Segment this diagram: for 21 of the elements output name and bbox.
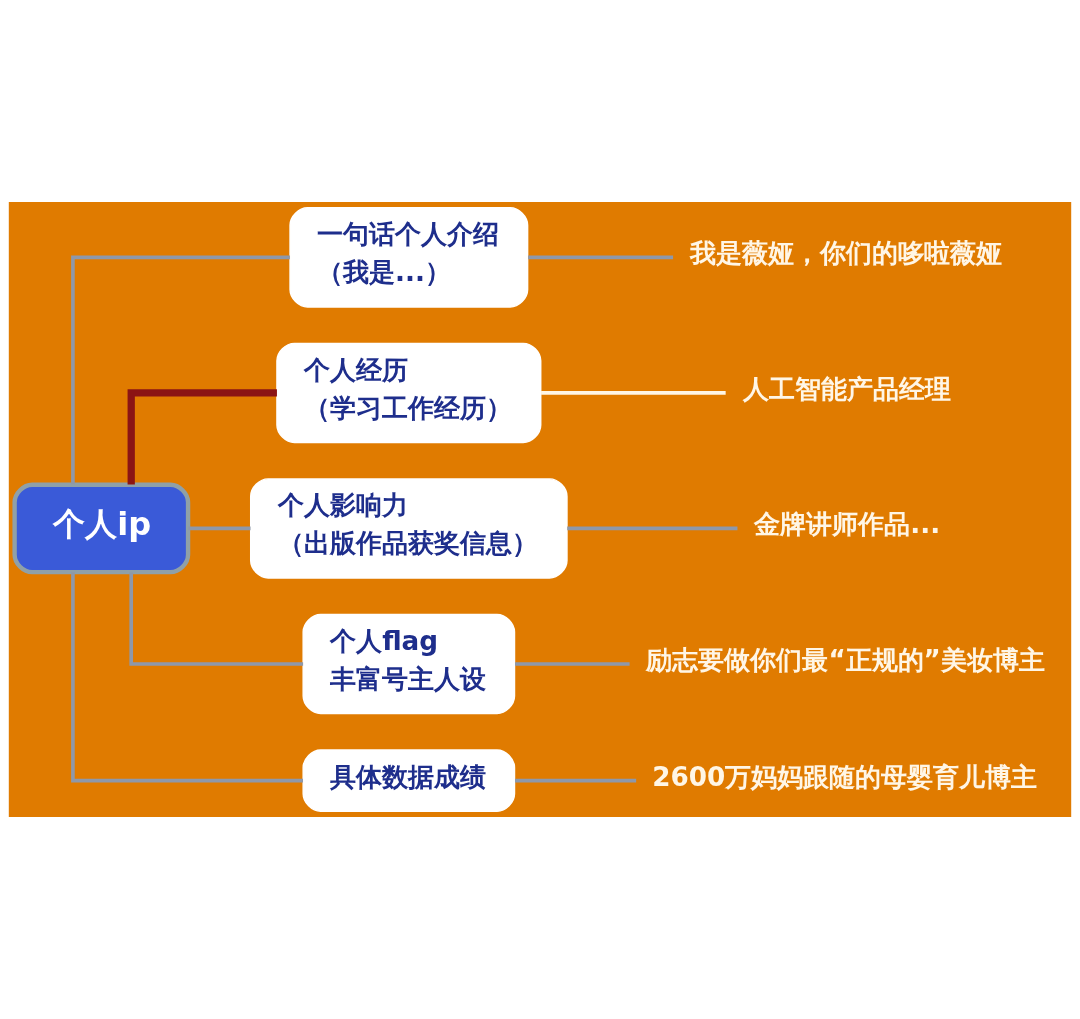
connector xyxy=(528,255,674,260)
node-text: 金牌讲师作品... xyxy=(754,509,941,540)
connector xyxy=(71,255,290,485)
connector xyxy=(515,778,637,783)
node-text: 我是薇娅，你们的哆啦薇娅 xyxy=(690,238,1003,269)
node-box: 个人ip xyxy=(12,482,191,575)
connector xyxy=(129,572,304,666)
node-box: 个人flag 丰富号主人设 xyxy=(302,613,516,715)
node-box: 个人经历 （学习工作经历） xyxy=(276,342,542,444)
node-box: 一句话个人介绍 （我是...） xyxy=(289,207,529,308)
connector xyxy=(127,389,277,485)
connector xyxy=(515,662,630,666)
node-box: 具体数据成绩 xyxy=(302,749,516,812)
connector xyxy=(567,526,738,531)
node-text: 人工智能产品经理 xyxy=(742,373,951,404)
node-text: 励志要做你们最“正规的”美妆博主 xyxy=(646,644,1045,675)
node-text: 2600万妈妈跟随的母婴育儿博主 xyxy=(652,761,1038,792)
connector xyxy=(541,391,726,395)
node-box: 个人影响力 （出版作品获奖信息） xyxy=(250,478,568,579)
connector xyxy=(71,572,303,783)
connector xyxy=(188,526,251,531)
